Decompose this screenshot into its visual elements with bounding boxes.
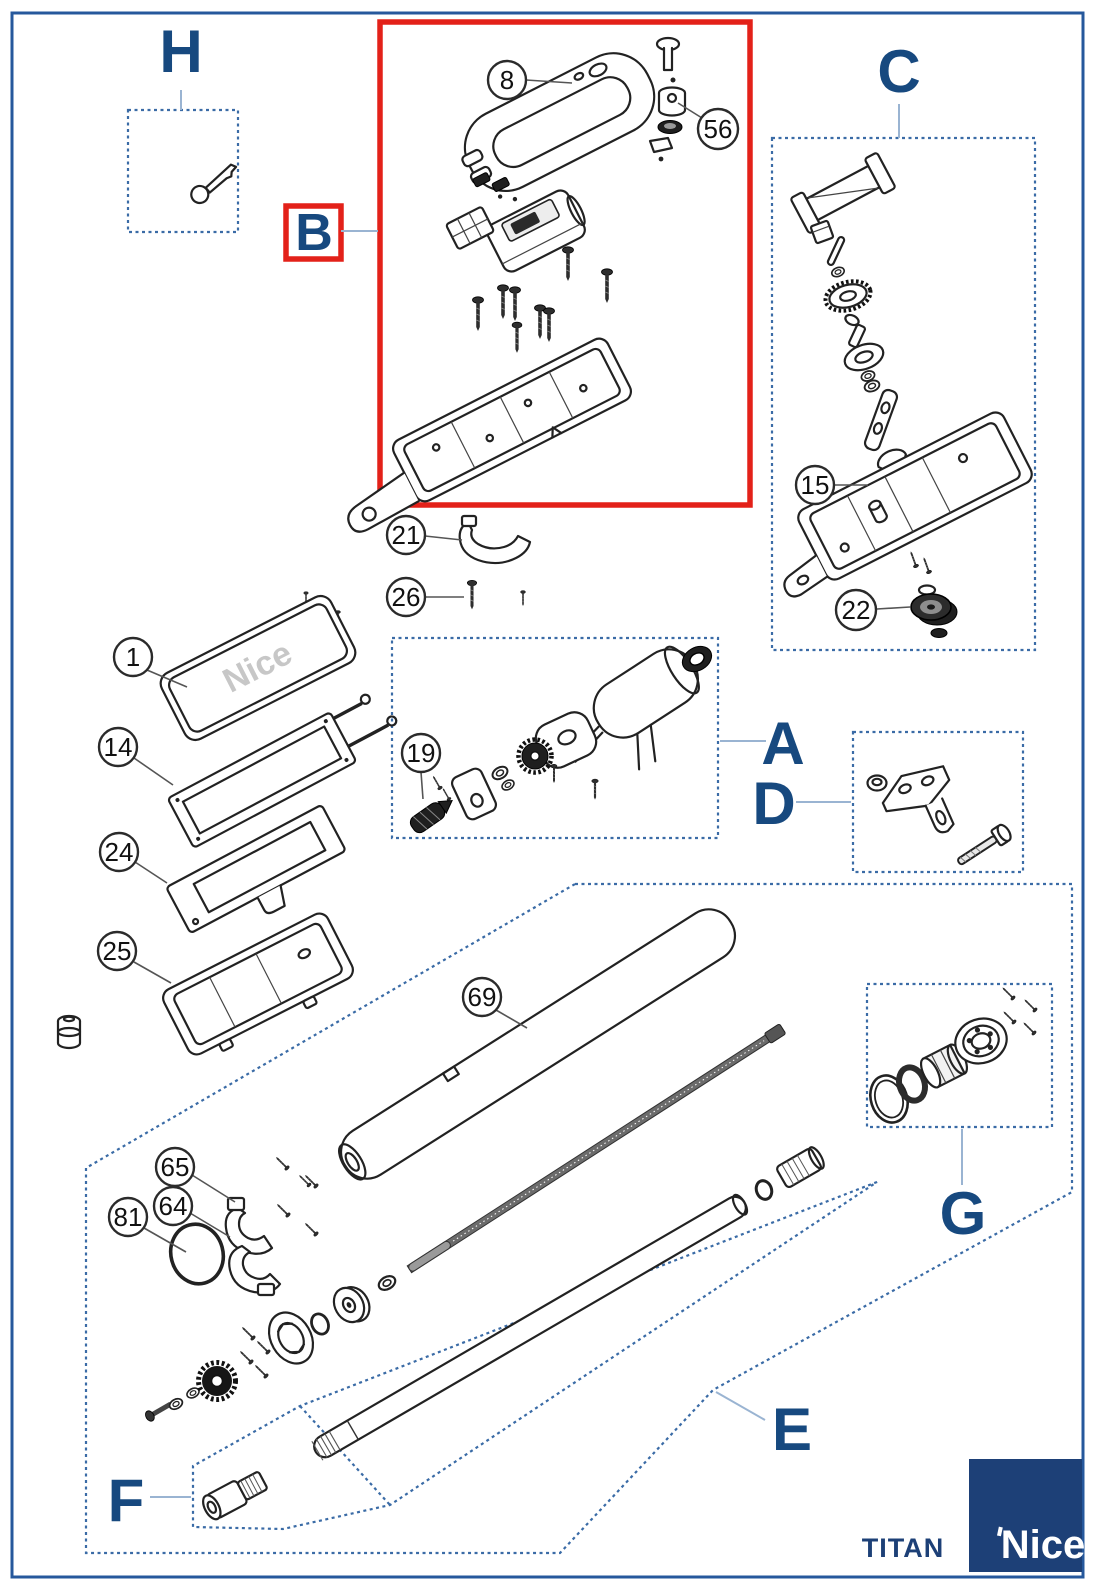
label-group-h: H <box>159 18 202 85</box>
label-group-a: A <box>761 710 804 777</box>
brand-logo: Nice <box>969 1459 1085 1572</box>
svg-text:24: 24 <box>105 837 134 867</box>
svg-text:56: 56 <box>704 114 733 144</box>
label-group-b: B <box>295 204 333 262</box>
label-group-c: C <box>877 38 920 105</box>
group-a-box <box>390 636 720 840</box>
group-c-box <box>770 136 1037 652</box>
part-25-tray <box>162 912 354 1056</box>
callout-21: 21 <box>385 514 463 556</box>
svg-text:69: 69 <box>468 982 497 1012</box>
part-c-chain <box>809 219 907 474</box>
part-64-clamp-lower <box>228 1244 282 1297</box>
nice-logo-tick <box>997 1526 1003 1537</box>
part-8-handle <box>461 52 656 193</box>
part-connector-block <box>445 206 495 250</box>
part-screws-b <box>472 246 613 354</box>
callout-64: 64 <box>152 1185 231 1238</box>
part-56-fasteners <box>648 36 687 162</box>
group-e-box <box>84 882 1074 1555</box>
callout-69: 69 <box>461 976 528 1029</box>
callout-65: 65 <box>154 1146 236 1203</box>
part-a-bearing <box>681 645 713 673</box>
callout-81: 81 <box>107 1196 187 1253</box>
label-group-e: E <box>772 1396 812 1463</box>
callout-15: 15 <box>794 464 868 506</box>
group-d-box <box>851 730 1025 874</box>
part-tube-coupler <box>776 1146 825 1189</box>
callout-8: 8 <box>486 59 573 101</box>
part-f-coupler <box>202 1471 268 1521</box>
handle-fastener-wedges <box>472 172 518 202</box>
svg-text:81: 81 <box>114 1202 143 1232</box>
page-border <box>10 11 1085 1579</box>
part-26-screw <box>466 579 526 610</box>
part-drive-chain <box>145 1272 399 1422</box>
part-81-o-ring <box>168 1222 226 1286</box>
label-b-box <box>283 203 344 262</box>
label-group-g: G <box>940 1180 987 1247</box>
svg-text:22: 22 <box>842 595 871 625</box>
svg-text:8: 8 <box>500 65 514 95</box>
part-small-o-ring <box>754 1179 774 1201</box>
svg-text:19: 19 <box>407 738 436 768</box>
part-screws-15 <box>907 550 933 575</box>
product-name: TITAN <box>862 1533 944 1563</box>
part-inner-tube <box>311 1193 749 1461</box>
part-c-bracket <box>790 152 896 234</box>
part-base-plate <box>347 337 633 533</box>
svg-text:1: 1 <box>126 642 140 672</box>
brand-logo-text: Nice <box>1001 1523 1086 1567</box>
callout-19: 19 <box>400 732 442 800</box>
part-g-assembly <box>869 985 1039 1124</box>
label-group-d: D <box>752 770 795 837</box>
svg-text:65: 65 <box>161 1152 190 1182</box>
label-group-f: F <box>108 1467 145 1534</box>
callout-25: 25 <box>96 930 172 984</box>
svg-text:64: 64 <box>159 1191 188 1221</box>
group-f-box <box>299 1405 391 1506</box>
callout-24: 24 <box>98 831 168 884</box>
part-rubber-bumper <box>56 1014 82 1050</box>
part-19-worm-gear <box>409 799 453 834</box>
part-release-key <box>190 163 238 205</box>
part-screws-e <box>273 1154 320 1238</box>
group-g-box <box>865 982 1054 1129</box>
group-h-box <box>126 108 240 234</box>
callout-26: 26 <box>385 576 464 618</box>
callout-22: 22 <box>834 588 911 632</box>
part-21-clamp <box>458 514 532 565</box>
svg-text:21: 21 <box>392 520 421 550</box>
part-14-frame-plate <box>167 712 357 848</box>
callout-14: 14 <box>97 726 174 786</box>
svg-text:15: 15 <box>801 470 830 500</box>
part-a-gearbox <box>450 711 598 821</box>
part-15-chassis <box>783 411 1033 598</box>
group-b-highlight-box <box>377 19 753 508</box>
connector-e <box>715 1391 766 1421</box>
svg-text:14: 14 <box>104 732 133 762</box>
part-65-clamp-upper <box>224 1196 274 1255</box>
part-22-pulley <box>910 584 958 638</box>
callout-1: 1 <box>112 636 188 688</box>
part-1-cover: Nice <box>159 594 357 742</box>
callout-56: 56 <box>677 102 740 151</box>
part-motor-unit <box>486 189 586 273</box>
part-d-nut <box>866 774 888 792</box>
part-threaded-rod <box>406 1023 786 1274</box>
part-24-gasket <box>166 805 346 933</box>
part-69-outer-tube <box>338 908 737 1181</box>
part-d-bracket <box>881 765 955 834</box>
svg-text:25: 25 <box>103 936 132 966</box>
svg-text:26: 26 <box>392 582 421 612</box>
part-d-bolt <box>957 823 1012 866</box>
